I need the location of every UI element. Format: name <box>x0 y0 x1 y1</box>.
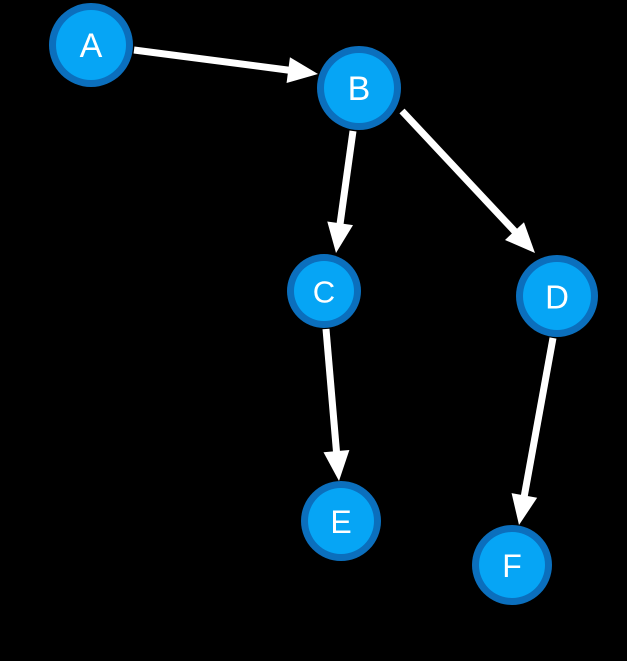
edge-b-d <box>399 108 535 253</box>
edge-line <box>520 337 557 499</box>
graph-node-e[interactable]: E <box>301 481 381 561</box>
edge-d-f <box>511 337 557 525</box>
nodes-layer: A B C D E F <box>49 3 598 605</box>
arrowhead-icon <box>323 450 350 481</box>
node-core <box>308 488 374 554</box>
edge-line <box>336 130 357 226</box>
node-core <box>479 532 545 598</box>
arrowhead-icon <box>286 57 318 84</box>
arrowhead-icon <box>327 221 354 253</box>
edge-line <box>322 328 341 454</box>
edge-c-e <box>322 328 350 481</box>
edge-b-c <box>327 130 357 253</box>
graph-node-d[interactable]: D <box>516 255 598 337</box>
node-core <box>294 261 354 321</box>
graph-node-c[interactable]: C <box>287 254 361 328</box>
arrowhead-icon <box>511 493 538 525</box>
edge-line <box>133 46 291 74</box>
graph-node-a[interactable]: A <box>49 3 133 87</box>
node-core <box>56 10 126 80</box>
edge-a-b <box>133 46 318 84</box>
graph-node-f[interactable]: F <box>472 525 552 605</box>
node-core <box>523 262 591 330</box>
arrowhead-icon <box>505 222 535 253</box>
graph-node-b[interactable]: B <box>317 46 401 130</box>
edge-line <box>399 108 519 235</box>
edges-layer <box>133 46 557 525</box>
node-core <box>324 53 394 123</box>
